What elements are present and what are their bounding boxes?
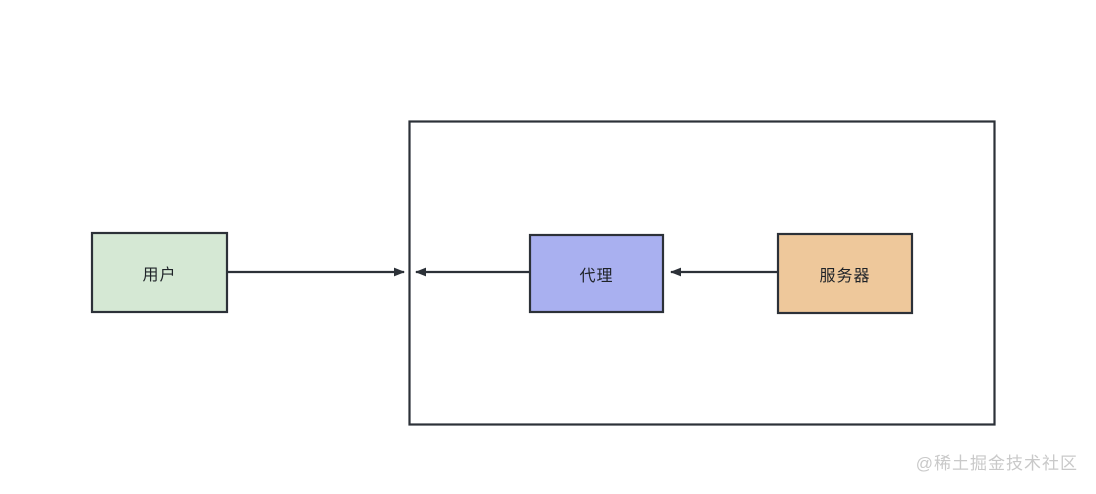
watermark-text: @稀土掘金技术社区 <box>915 454 1078 473</box>
node-server-box[interactable] <box>776 232 914 315</box>
node-user-box[interactable] <box>90 231 229 314</box>
outer-boundary-box[interactable] <box>408 120 996 426</box>
node-proxy-box[interactable] <box>528 233 665 314</box>
